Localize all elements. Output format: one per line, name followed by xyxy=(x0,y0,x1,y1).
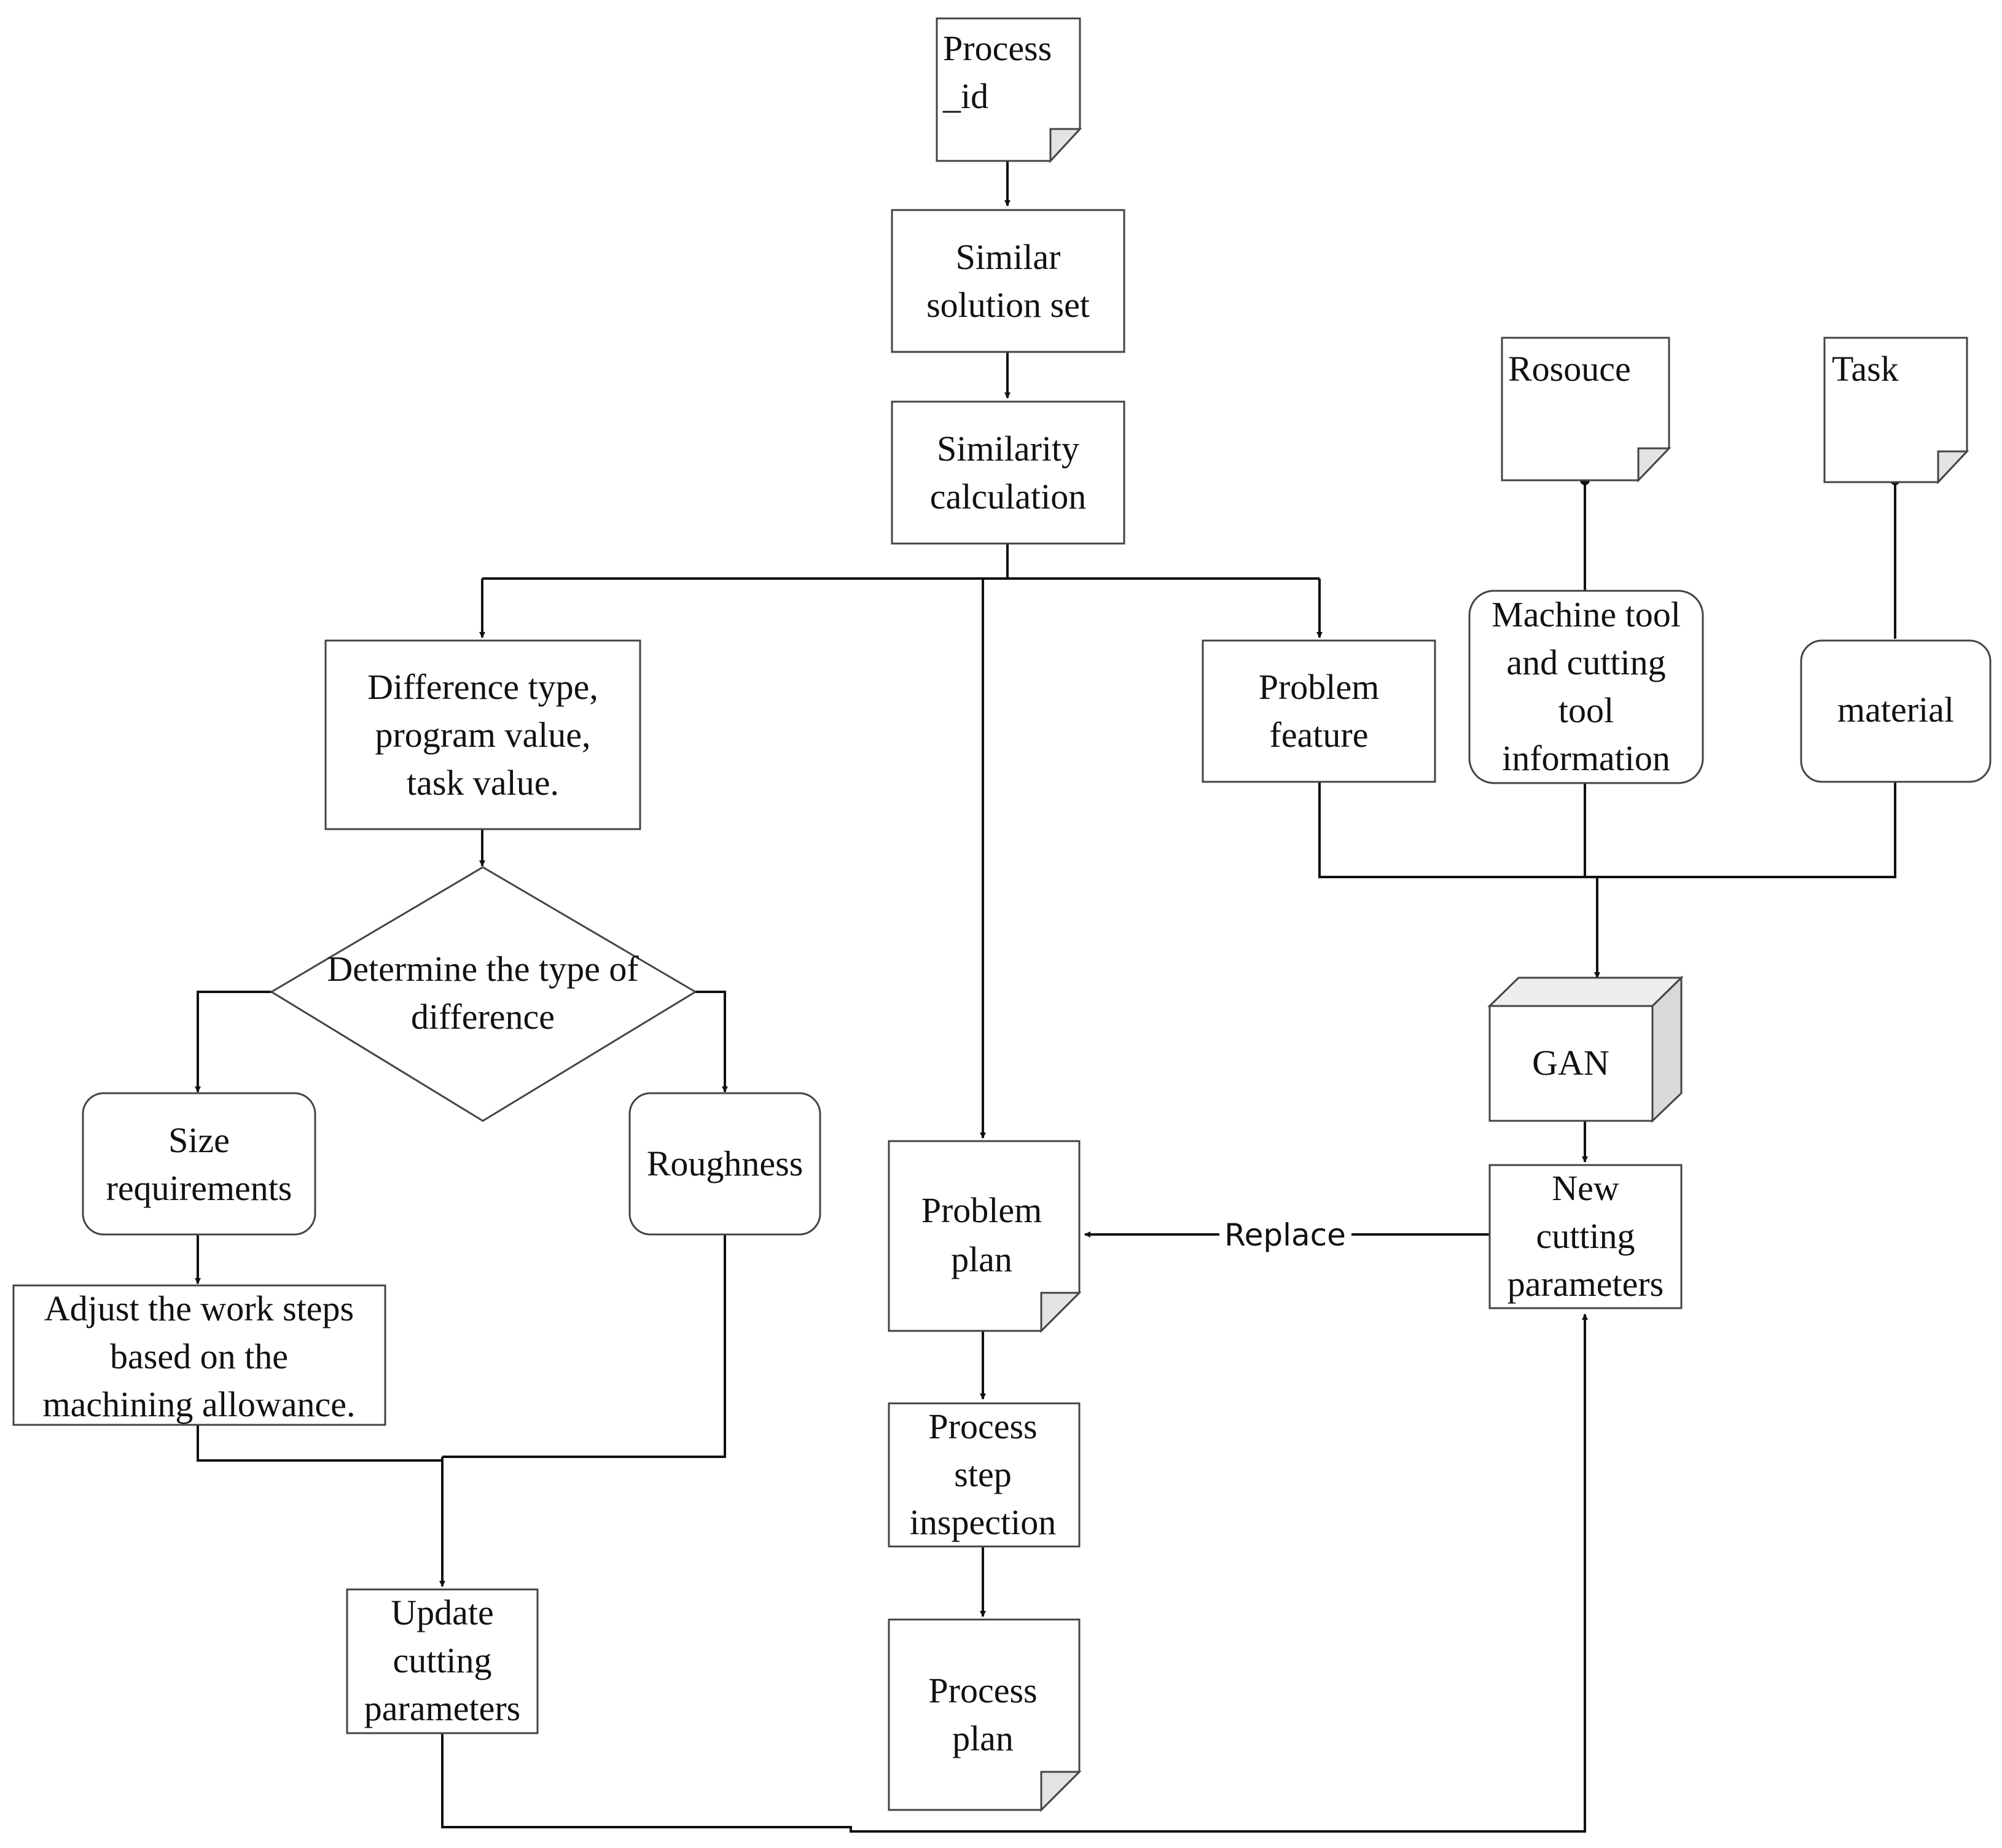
edge-label-replace: Replace xyxy=(1224,1217,1346,1253)
problem-feature-line-1: Problem xyxy=(1259,667,1380,707)
node-adjust-work-steps: Adjust the work steps based on the machi… xyxy=(12,1284,386,1426)
new-params-line-2: cutting xyxy=(1536,1216,1635,1256)
decision-line-1: Determine the type of xyxy=(327,949,639,989)
node-difference-info: Difference type, program value, task val… xyxy=(324,639,641,830)
node-similar-solution-set: Similar solution set xyxy=(891,209,1125,353)
process-plan-line-2: plan xyxy=(952,1718,1014,1758)
node-process-step-inspection: Process step inspection xyxy=(888,1402,1081,1548)
node-task: Task xyxy=(1823,337,1969,485)
node-problem-feature: Problem feature xyxy=(1202,639,1436,783)
difference-line-1: Difference type, xyxy=(367,667,598,707)
process-plan-line-1: Process xyxy=(928,1671,1037,1710)
machine-tool-line-4: information xyxy=(1502,738,1670,778)
node-material: material xyxy=(1800,639,1992,783)
gan-label: GAN xyxy=(1532,1043,1609,1083)
inspection-line-1: Process xyxy=(928,1406,1037,1446)
problem-plan-line-1: Problem xyxy=(921,1190,1042,1230)
node-update-cutting-parameters: Update cutting parameters xyxy=(346,1588,539,1734)
sim-calc-line-2: calculation xyxy=(930,477,1086,517)
node-size-requirements: Size requirements xyxy=(82,1092,316,1236)
difference-line-2: program value, xyxy=(375,715,590,755)
similar-set-line-1: Similar xyxy=(956,237,1061,277)
process-id-line-2: _id xyxy=(942,76,988,116)
edge-decision-to-size xyxy=(195,991,272,1093)
machine-tool-line-3: tool xyxy=(1558,690,1614,730)
new-params-line-3: parameters xyxy=(1507,1264,1664,1304)
node-machine-tool-info: Machine tool and cutting tool informatio… xyxy=(1468,590,1704,784)
adjust-line-1: Adjust the work steps xyxy=(44,1289,354,1328)
task-label: Task xyxy=(1832,349,1899,389)
node-new-cutting-parameters: New cutting parameters xyxy=(1488,1164,1683,1309)
sim-calc-line-1: Similarity xyxy=(937,429,1079,469)
node-problem-plan: Problem plan xyxy=(888,1140,1082,1333)
inspection-line-3: inspection xyxy=(910,1502,1056,1542)
size-line-2: requirements xyxy=(106,1168,292,1208)
machine-tool-line-2: and cutting xyxy=(1506,642,1665,682)
update-line-1: Update xyxy=(391,1593,494,1632)
update-line-3: parameters xyxy=(364,1688,520,1728)
node-process-id: Process _id xyxy=(936,17,1082,163)
edge-adjust-merge xyxy=(197,1425,442,1462)
decision-line-2: difference xyxy=(411,997,555,1037)
edge-problemfeature-down xyxy=(1318,782,1896,878)
material-label: material xyxy=(1837,690,1954,730)
update-line-2: cutting xyxy=(393,1640,491,1680)
node-process-plan: Process plan xyxy=(888,1618,1082,1812)
problem-feature-line-2: feature xyxy=(1270,715,1369,755)
rosouce-label: Rosouce xyxy=(1508,349,1631,389)
node-roughness: Roughness xyxy=(628,1092,821,1236)
adjust-line-3: machining allowance. xyxy=(43,1384,356,1424)
problem-plan-line-2: plan xyxy=(951,1239,1012,1279)
node-similarity-calculation: Similarity calculation xyxy=(891,400,1125,545)
connectors xyxy=(195,161,1900,1833)
process-id-line-1: Process xyxy=(943,28,1052,68)
adjust-line-2: based on the xyxy=(110,1336,288,1376)
difference-line-3: task value. xyxy=(407,763,559,803)
node-gan: GAN xyxy=(1487,975,1684,1123)
edge-update-to-new-params xyxy=(441,1314,1588,1833)
node-rosouce: Rosouce xyxy=(1501,337,1672,483)
edge-decision-to-roughness xyxy=(694,991,728,1093)
similar-set-line-2: solution set xyxy=(926,285,1090,325)
edge-roughness-merge xyxy=(442,1234,726,1458)
new-params-line-1: New xyxy=(1552,1168,1619,1208)
roughness-label: Roughness xyxy=(647,1144,804,1183)
size-line-1: Size xyxy=(168,1120,230,1160)
machine-tool-line-1: Machine tool xyxy=(1492,595,1681,634)
inspection-line-2: step xyxy=(954,1454,1011,1494)
decision-determine-type: Determine the type of difference xyxy=(270,866,697,1122)
